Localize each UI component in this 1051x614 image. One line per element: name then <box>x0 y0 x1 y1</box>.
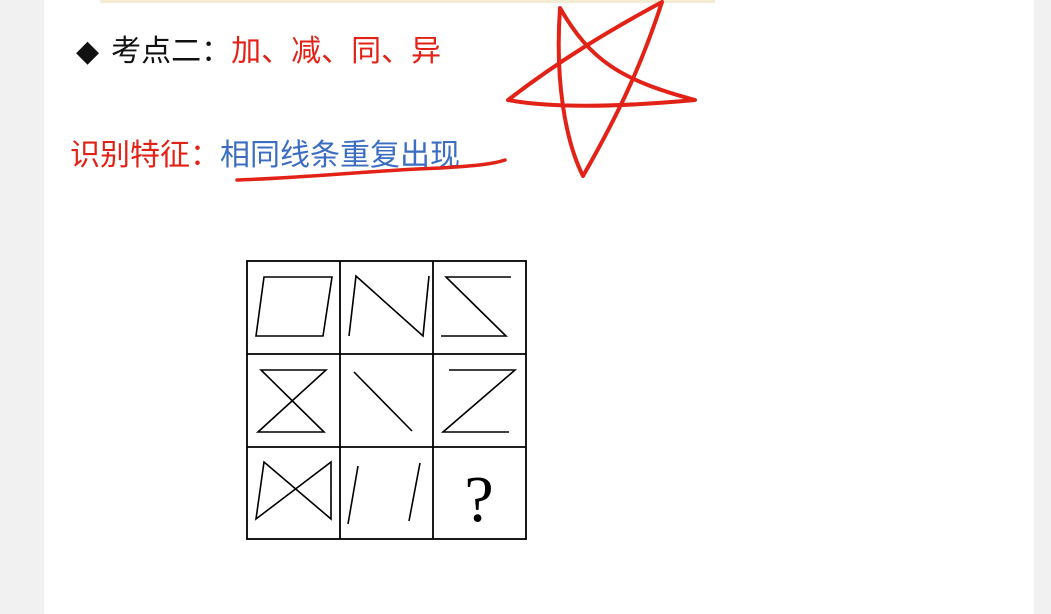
diamond-bullet-icon: ◆ <box>76 34 100 69</box>
feature-label: 识别特征： <box>70 138 220 173</box>
topic-heading: ◆ 考点二：加、减、同、异 <box>76 30 441 74</box>
document-page <box>44 0 1034 614</box>
topic-list: 加、减、同、异 <box>231 34 442 69</box>
top-divider <box>100 0 715 3</box>
feature-line: 识别特征：相同线条重复出现 <box>70 134 460 178</box>
topic-label: 考点二： <box>111 34 232 69</box>
feature-value: 相同线条重复出现 <box>220 138 460 173</box>
